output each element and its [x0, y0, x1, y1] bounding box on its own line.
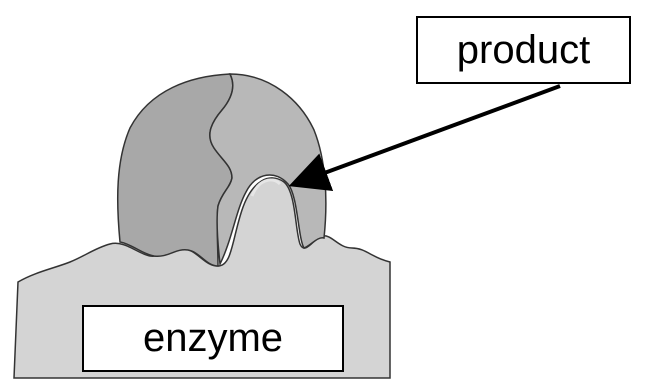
- product-left-piece: [118, 74, 233, 266]
- pointer-arrow: [300, 86, 560, 182]
- enzyme-label: enzyme: [82, 305, 344, 372]
- product-label: product: [416, 16, 631, 84]
- product-label-text: product: [457, 28, 590, 73]
- enzyme-label-text: enzyme: [143, 316, 283, 361]
